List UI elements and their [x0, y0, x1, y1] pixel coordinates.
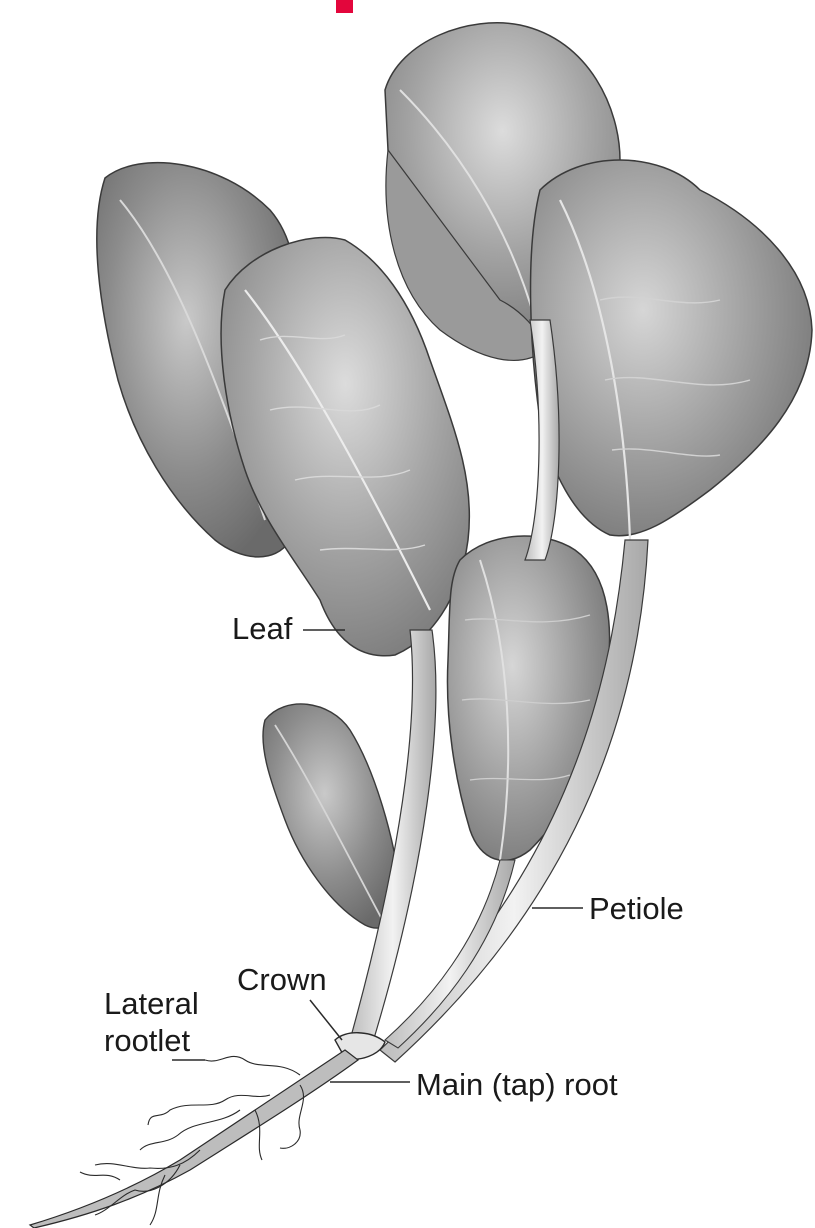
leaf-middle-right: [447, 536, 609, 860]
label-crown: Crown: [237, 963, 327, 997]
label-main-tap-root: Main (tap) root: [416, 1068, 618, 1102]
main-tap-root: [30, 1050, 358, 1228]
label-lateral-rootlet: Lateral rootlet: [104, 985, 199, 1059]
label-lateral-line-2: rootlet: [104, 1022, 199, 1059]
label-leaf: Leaf: [232, 612, 292, 646]
leaf-right-large: [531, 160, 812, 536]
leader-crown: [310, 1000, 342, 1040]
label-petiole: Petiole: [589, 892, 684, 926]
label-lateral-line-1: Lateral: [104, 985, 199, 1022]
